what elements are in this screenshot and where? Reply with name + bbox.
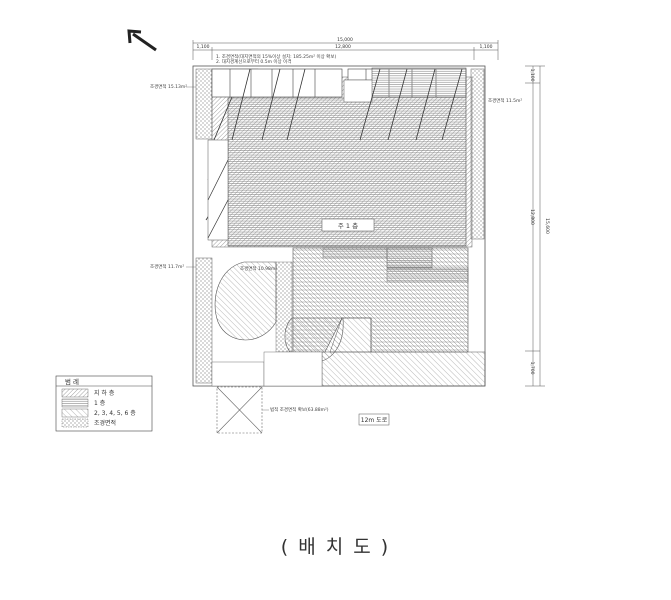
right-top-note: 조경면적 11.5m² [488, 97, 522, 104]
dim-top-left: 1,100 [197, 44, 210, 50]
figure-caption: ( 배 치 도 ) [280, 536, 391, 558]
dim-right-upper: 1,100 [529, 69, 535, 82]
legend-label-first-floor: 1 층 [94, 399, 106, 407]
legend-title: 범 례 [65, 377, 79, 386]
left-mid-note: 조경면적 11.7m² [150, 263, 184, 270]
bottom-strip [321, 351, 486, 387]
stair-core [343, 79, 373, 103]
legend-swatch-landscape [61, 418, 89, 428]
legend-swatch-first-floor [61, 398, 89, 408]
main-building-label: 주 1 층 [338, 221, 358, 230]
ramp-box [207, 139, 229, 241]
entrance-area [216, 386, 263, 434]
bottom-note: 법적 조경면적 확보(63.88m²) [270, 406, 329, 413]
north-arrow-icon [127, 29, 157, 52]
dim-right-mid: 12,800 [529, 209, 535, 225]
right-dimension [525, 65, 545, 387]
road-label-box [358, 413, 390, 426]
round-tower [214, 261, 277, 341]
road-label: 12m 도로 [361, 417, 388, 424]
left-top-note: 조경면적 15.13m² [150, 83, 187, 90]
legend: 범 례 지 하 층 1 층 2, 3, 4, 5, 6 층 조경면적 [55, 375, 153, 432]
dim-right-total: 15,600 [544, 218, 550, 234]
legend-label-landscape: 조경면적 [94, 419, 116, 427]
inner-note: 조경면적 10.98m² [240, 265, 277, 272]
landscape-left-bottom [195, 257, 213, 384]
legend-label-upper-floors: 2, 3, 4, 5, 6 층 [94, 409, 136, 417]
landscape-left-top [195, 68, 213, 140]
legend-swatch-basement [61, 388, 89, 398]
dim-right-lower: 1,700 [529, 362, 535, 375]
legend-label-basement: 지 하 층 [94, 389, 115, 397]
dim-top-total: 15,000 [337, 37, 353, 43]
top-note-2: 2. 대지경계선으로부터 0.5m 이상 이격 [216, 58, 291, 65]
landscape-right [470, 68, 485, 240]
top-dimension [192, 40, 499, 60]
legend-swatch-upper-floors [61, 408, 89, 418]
main-building-label-box [321, 218, 375, 232]
dim-top-mid: 12,800 [335, 44, 351, 50]
dim-top-right: 1,100 [480, 44, 493, 50]
top-note-1: 1. 조경면적(대지면적의 15%이상 설치: 185.25m² 이상 확보) [216, 53, 336, 60]
